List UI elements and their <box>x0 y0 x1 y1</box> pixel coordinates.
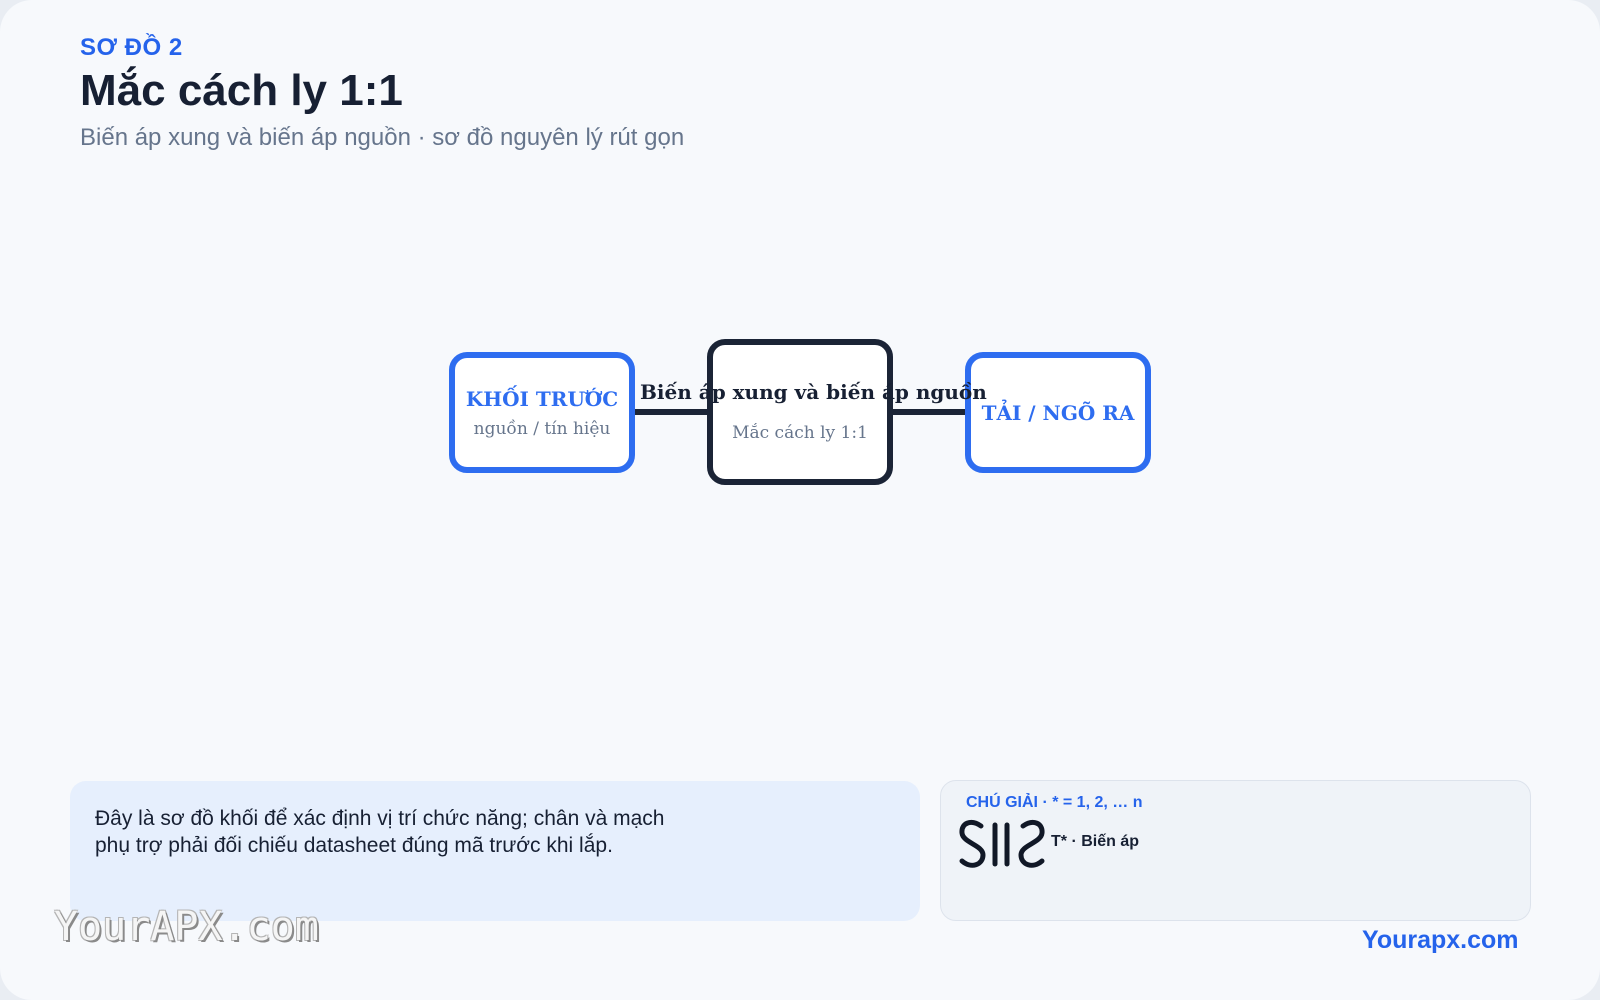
wire-transformer-to-load <box>890 409 967 415</box>
block-diagram: KHỐI TRƯỚC nguồn / tín hiệu Mắc cách ly … <box>449 339 1151 485</box>
node-load-label: TẢI / NGÕ RA <box>981 400 1135 425</box>
node-transformer: Mắc cách ly 1:1 <box>707 339 893 485</box>
node-source-sublabel: nguồn / tín hiệu <box>473 418 611 439</box>
diagram-number: SƠ ĐỒ 2 <box>80 34 183 61</box>
legend-panel: CHÚ GIẢI · * = 1, 2, … n T* · Biến áp <box>940 780 1531 921</box>
wire-source-to-transformer <box>632 409 708 415</box>
note-text: Đây là sơ đồ khối để xác định vị trí chứ… <box>95 807 665 857</box>
node-source-label: KHỐI TRƯỚC <box>465 386 619 411</box>
page-subtitle: Biến áp xung và biến áp nguồn · sơ đồ ng… <box>80 124 685 151</box>
watermark: YourAPX.com <box>54 904 319 950</box>
page-title: Mắc cách ly 1:1 <box>80 66 403 115</box>
node-transformer-sublabel: Mắc cách ly 1:1 <box>732 423 868 443</box>
node-source: KHỐI TRƯỚC nguồn / tín hiệu <box>449 352 635 473</box>
transformer-symbol-icon <box>959 820 1045 868</box>
note-panel: Đây là sơ đồ khối để xác định vị trí chứ… <box>70 781 920 921</box>
legend-heading: CHÚ GIẢI · * = 1, 2, … n <box>966 794 1143 811</box>
node-load: TẢI / NGÕ RA <box>965 352 1151 473</box>
site-link[interactable]: Yourapx.com <box>1362 926 1519 954</box>
legend-item-label: T* · Biến áp <box>1051 833 1140 850</box>
